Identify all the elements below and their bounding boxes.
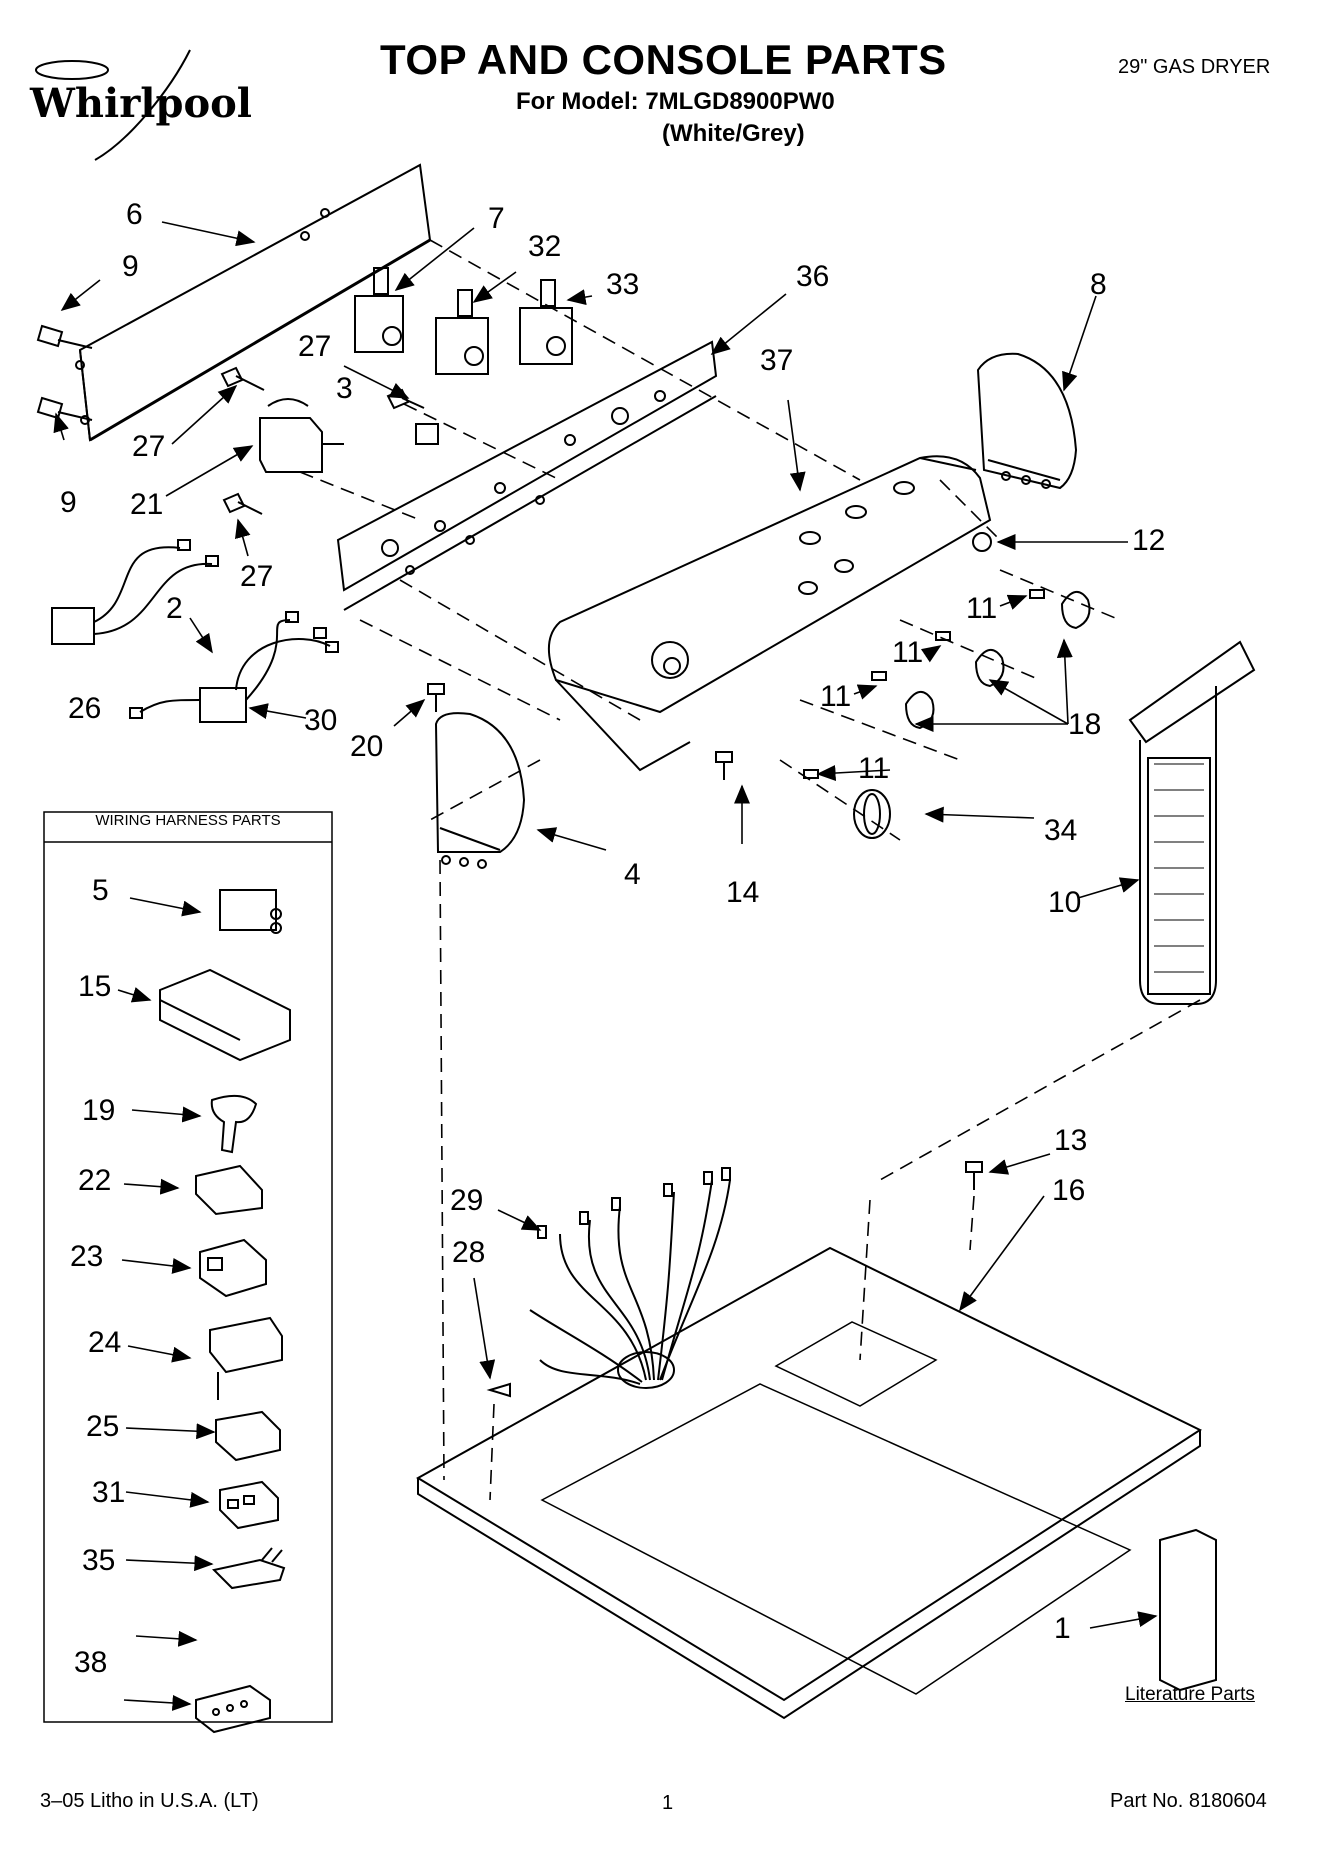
clips-11	[803, 589, 1045, 779]
callout-35: 35	[82, 1544, 115, 1577]
harness-30	[129, 611, 339, 723]
harness-part-19	[210, 1094, 258, 1154]
callout-11: 11	[966, 592, 997, 625]
harness-part-23	[199, 1238, 267, 1298]
callout-27: 27	[298, 330, 331, 363]
screw-13	[965, 1161, 983, 1190]
part-3-plug	[415, 423, 439, 445]
harness-26	[51, 539, 219, 645]
footer-part-number: Part No. 8180604	[1110, 1790, 1267, 1812]
callout-9: 9	[122, 250, 139, 283]
callout-7: 7	[488, 202, 505, 235]
callout-16: 16	[1052, 1174, 1085, 1207]
callout-27: 27	[240, 560, 273, 593]
callout-4: 4	[624, 858, 641, 891]
callout-27: 27	[132, 430, 165, 463]
footer-page-number: 1	[662, 1792, 674, 1814]
callout-18: 18	[1068, 708, 1101, 741]
callout-21: 21	[130, 488, 163, 521]
part-36-console-bracket	[336, 340, 718, 611]
part-12-plug	[972, 532, 992, 552]
part-37-console	[547, 455, 992, 772]
brand-logo: Whirlpool	[30, 80, 252, 127]
part-29-wire-harness	[529, 1167, 731, 1385]
part-21-timer	[259, 398, 344, 473]
callout-9: 9	[60, 486, 77, 519]
callout-15: 15	[78, 970, 111, 1003]
switch-32	[435, 289, 489, 375]
part-16-top	[416, 1246, 1203, 1720]
callout-24: 24	[88, 1326, 121, 1359]
callout-8: 8	[1090, 268, 1107, 301]
screw-14	[715, 751, 733, 780]
callout-25: 25	[86, 1410, 119, 1443]
leader-arrows	[53, 221, 1158, 1629]
literature-parts-label: Literature Parts	[1125, 1684, 1255, 1705]
callout-19: 19	[82, 1094, 115, 1127]
knob-34	[853, 789, 891, 839]
model-line: For Model: 7MLGD8900PW0	[516, 88, 835, 115]
callout-14: 14	[726, 876, 759, 909]
harness-box	[43, 811, 333, 1723]
callout-13: 13	[1054, 1124, 1087, 1157]
knobs-18	[904, 591, 1091, 730]
callout-26: 26	[68, 692, 101, 725]
harness-part-15	[159, 968, 291, 1062]
callout-32: 32	[528, 230, 561, 263]
callout-30: 30	[304, 704, 337, 737]
whirlpool-logo	[35, 49, 191, 161]
callout-6: 6	[126, 198, 143, 231]
part-4-end-cap	[434, 712, 526, 869]
screws-9	[36, 324, 93, 421]
harness-box-title: WIRING HARNESS PARTS	[95, 812, 281, 829]
callout-38: 38	[74, 1646, 107, 1679]
callout-3: 3	[336, 372, 353, 405]
switch-33	[519, 279, 573, 365]
part-1-literature	[1159, 1528, 1217, 1692]
page-title: TOP AND CONSOLE PARTS	[380, 36, 947, 83]
callout-33: 33	[606, 268, 639, 301]
callout-23: 23	[70, 1240, 103, 1273]
callout-12: 12	[1132, 524, 1165, 557]
harness-part-25	[215, 1410, 281, 1462]
part-28-clip	[486, 1382, 511, 1398]
part-8-end-cap	[976, 352, 1078, 490]
callout-10: 10	[1048, 886, 1081, 919]
switch-7	[354, 267, 404, 353]
callout-11: 11	[858, 752, 889, 785]
harness-leader-arrows	[117, 897, 216, 1711]
screw-20	[427, 683, 445, 712]
harness-part-38	[195, 1684, 271, 1734]
callout-29: 29	[450, 1184, 483, 1217]
callout-5: 5	[92, 874, 109, 907]
callout-36: 36	[796, 260, 829, 293]
callout-20: 20	[350, 730, 383, 763]
callout-11: 11	[892, 636, 923, 669]
callout-28: 28	[452, 1236, 485, 1269]
callout-2: 2	[166, 592, 183, 625]
harness-part-5	[219, 889, 282, 934]
footer-litho: 3–05 Litho in U.S.A. (LT)	[40, 1790, 259, 1812]
harness-part-31	[219, 1480, 279, 1530]
product-type: 29" GAS DRYER	[1118, 56, 1271, 78]
color-line: (White/Grey)	[662, 120, 805, 147]
callout-22: 22	[78, 1164, 111, 1197]
callout-1: 1	[1054, 1612, 1071, 1645]
callout-11: 11	[820, 680, 851, 713]
assembly-lines	[299, 239, 1201, 1501]
part-10-lint-screen	[1128, 640, 1256, 1005]
harness-part-24	[209, 1316, 283, 1400]
callout-37: 37	[760, 344, 793, 377]
harness-part-35	[211, 1547, 286, 1590]
callout-31: 31	[92, 1476, 125, 1509]
callout-34: 34	[1044, 814, 1077, 847]
harness-part-22	[195, 1164, 263, 1216]
